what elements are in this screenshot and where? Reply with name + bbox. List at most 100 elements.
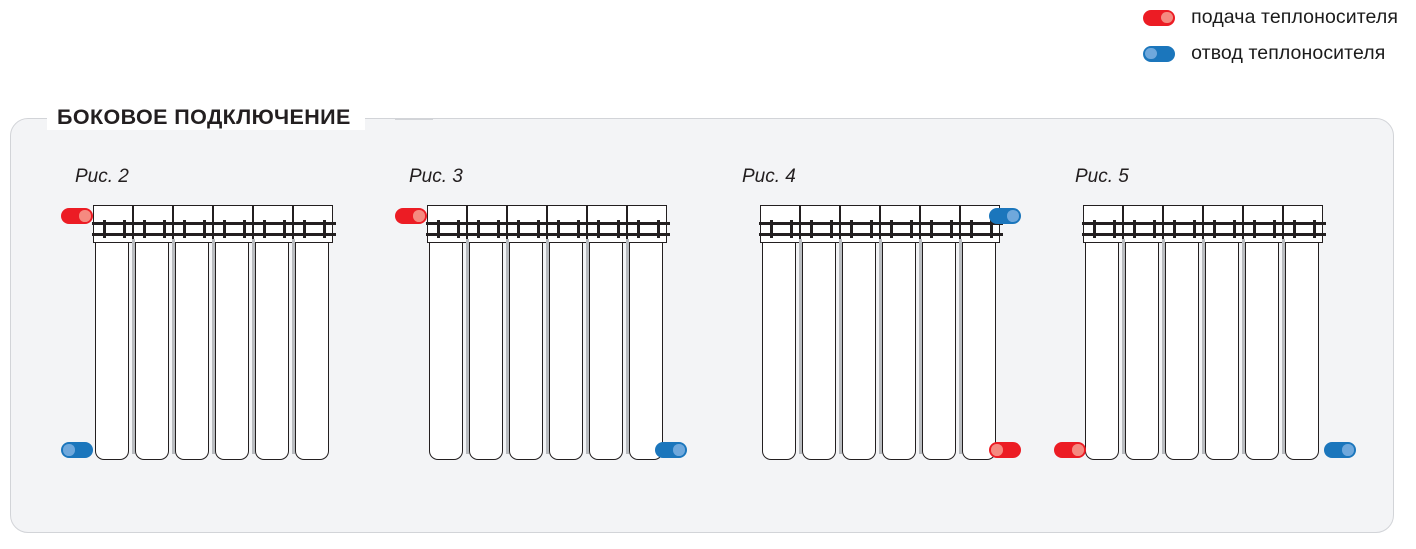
manifold-bar bbox=[839, 233, 883, 237]
section-body bbox=[135, 235, 169, 460]
manifold-stub bbox=[223, 220, 227, 238]
manifold-stub bbox=[537, 220, 541, 238]
manifold-stub bbox=[617, 220, 621, 238]
manifold-stub bbox=[990, 220, 994, 238]
radiator bbox=[92, 205, 336, 460]
connector-return-bottom-right[interactable] bbox=[655, 442, 687, 458]
connector-supply-top-left[interactable] bbox=[395, 208, 427, 224]
manifold-stub bbox=[577, 220, 581, 238]
section-body bbox=[922, 235, 956, 460]
manifold-bar bbox=[546, 222, 590, 226]
connector-knob bbox=[673, 444, 685, 456]
manifold-stub bbox=[850, 220, 854, 238]
radiator bbox=[1082, 205, 1326, 460]
manifold-bar bbox=[426, 233, 470, 237]
section-body bbox=[175, 235, 209, 460]
manifold-bar bbox=[172, 222, 216, 226]
radiator-section bbox=[799, 205, 843, 460]
manifold-bar bbox=[799, 233, 843, 237]
figure-label: Рис. 5 bbox=[1075, 166, 1129, 187]
radiator-section bbox=[959, 205, 1003, 460]
manifold-bar bbox=[132, 222, 176, 226]
manifold-stub bbox=[497, 220, 501, 238]
manifold-stub bbox=[183, 220, 187, 238]
radiator-section bbox=[1282, 205, 1326, 460]
section-top-manifold bbox=[1162, 205, 1206, 243]
red-pill-icon bbox=[1143, 9, 1176, 26]
section-body bbox=[1285, 235, 1319, 460]
section-divider bbox=[878, 239, 882, 454]
radiator-section bbox=[919, 205, 963, 460]
section-body bbox=[429, 235, 463, 460]
section-body bbox=[215, 235, 249, 460]
manifold-bar bbox=[919, 222, 963, 226]
panel-title: БОКОВОЕ ПОДКЛЮЧЕНИЕ bbox=[47, 105, 365, 130]
connector-supply-bottom-right[interactable] bbox=[989, 442, 1021, 458]
section-top-manifold bbox=[426, 205, 470, 243]
connector-return-bottom-left[interactable] bbox=[61, 442, 93, 458]
section-body bbox=[1085, 235, 1119, 460]
manifold-bar bbox=[799, 222, 843, 226]
legend-label-supply: подача теплоносителя bbox=[1191, 6, 1398, 28]
connector-knob bbox=[1072, 444, 1084, 456]
connector-return-bottom-right[interactable] bbox=[1324, 442, 1356, 458]
connector-supply-bottom-left[interactable] bbox=[1054, 442, 1086, 458]
manifold-stub bbox=[437, 220, 441, 238]
section-top-manifold bbox=[546, 205, 590, 243]
manifold-bar bbox=[506, 233, 550, 237]
section-divider bbox=[1121, 239, 1125, 454]
manifold-stub bbox=[303, 220, 307, 238]
section-body bbox=[509, 235, 543, 460]
radiator-section bbox=[292, 205, 336, 460]
manifold-stub bbox=[517, 220, 521, 238]
manifold-stub bbox=[770, 220, 774, 238]
manifold-bar bbox=[626, 233, 670, 237]
section-top-manifold bbox=[212, 205, 256, 243]
manifold-bar bbox=[1122, 222, 1166, 226]
section-top-manifold bbox=[292, 205, 336, 243]
manifold-bar bbox=[466, 233, 510, 237]
manifold-stub bbox=[163, 220, 167, 238]
manifold-bar bbox=[1282, 222, 1326, 226]
manifold-stub bbox=[203, 220, 207, 238]
manifold-stub bbox=[1113, 220, 1117, 238]
manifold-bar bbox=[919, 233, 963, 237]
section-top-manifold bbox=[839, 205, 883, 243]
section-body bbox=[469, 235, 503, 460]
manifold-bar bbox=[1162, 222, 1206, 226]
manifold-stub bbox=[830, 220, 834, 238]
manifold-bar bbox=[292, 222, 336, 226]
section-body bbox=[549, 235, 583, 460]
manifold-stub bbox=[1233, 220, 1237, 238]
section-top-manifold bbox=[1202, 205, 1246, 243]
manifold-stub bbox=[597, 220, 601, 238]
manifold-bar bbox=[759, 233, 803, 237]
section-body bbox=[629, 235, 663, 460]
manifold-stub bbox=[1273, 220, 1277, 238]
manifold-stub bbox=[970, 220, 974, 238]
connector-return-top-right[interactable] bbox=[989, 208, 1021, 224]
radiator-section bbox=[839, 205, 883, 460]
manifold-bar bbox=[506, 222, 550, 226]
manifold-stub bbox=[457, 220, 461, 238]
section-divider bbox=[798, 239, 802, 454]
manifold-stub bbox=[810, 220, 814, 238]
manifold-stub bbox=[103, 220, 107, 238]
section-divider bbox=[625, 239, 629, 454]
connector-supply-top-left[interactable] bbox=[61, 208, 93, 224]
manifold-bar bbox=[1082, 222, 1126, 226]
radiator-section bbox=[626, 205, 670, 460]
legend: подача теплоносителя отвод теплоносителя bbox=[1143, 6, 1398, 65]
radiator-section bbox=[879, 205, 923, 460]
manifold-bar bbox=[1082, 233, 1126, 237]
connector-knob bbox=[1342, 444, 1354, 456]
manifold-bar bbox=[759, 222, 803, 226]
section-body bbox=[1245, 235, 1279, 460]
manifold-stub bbox=[1153, 220, 1157, 238]
manifold-bar bbox=[1242, 233, 1286, 237]
section-body bbox=[255, 235, 289, 460]
section-divider bbox=[1281, 239, 1285, 454]
manifold-stub bbox=[910, 220, 914, 238]
legend-item-supply: подача теплоносителя bbox=[1143, 6, 1398, 29]
legend-label-return: отвод теплоносителя bbox=[1191, 42, 1386, 64]
